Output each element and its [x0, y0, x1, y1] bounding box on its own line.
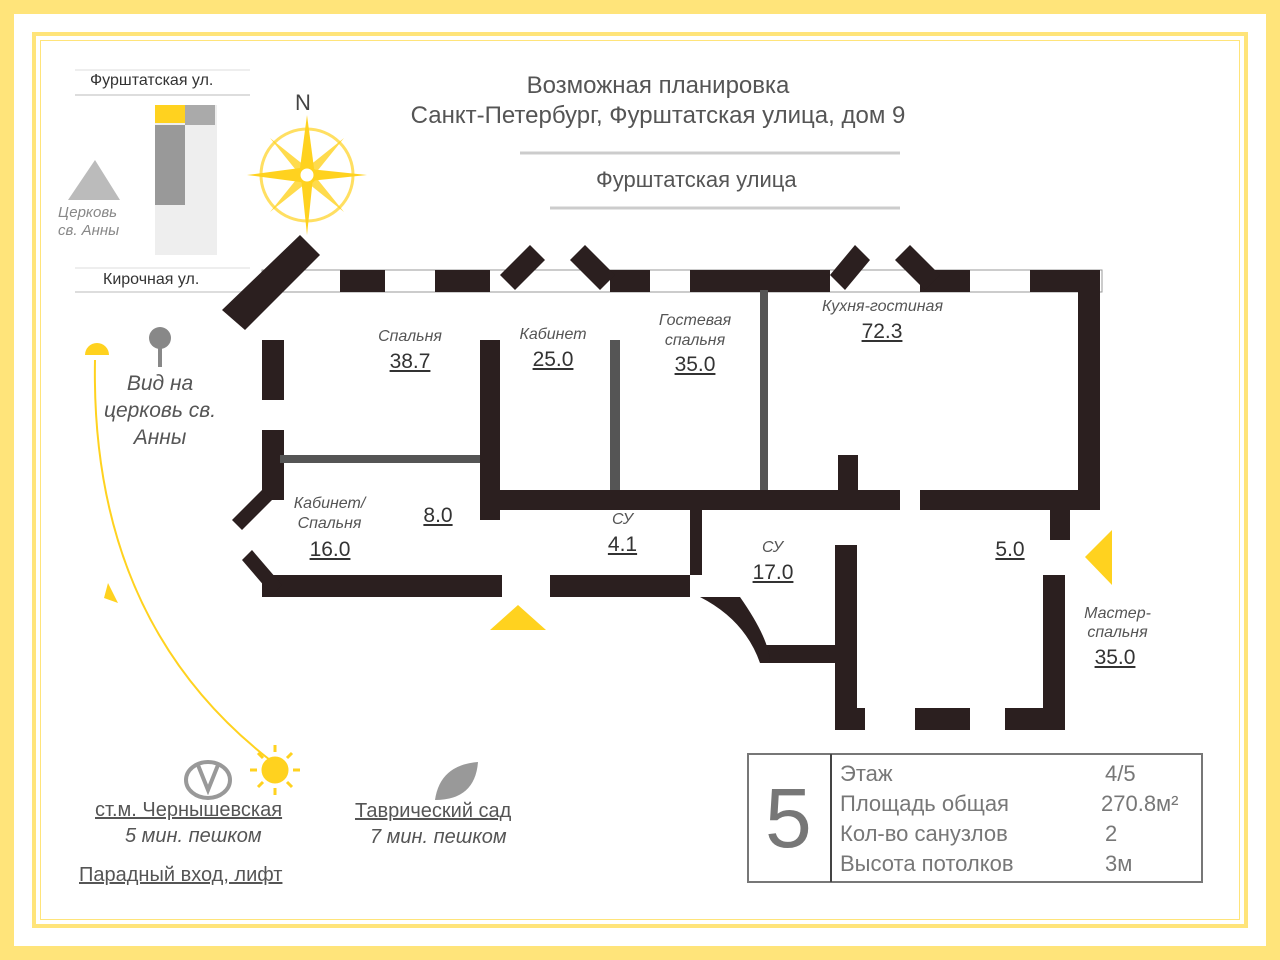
info-box: [747, 753, 1203, 883]
sun-icon: [250, 745, 300, 795]
room-name: Гостевая спальня: [658, 312, 732, 349]
plan-title: Возможная планировка: [526, 72, 790, 99]
room-name: Мастер-спальня: [1084, 605, 1151, 641]
metro-icon: [184, 760, 232, 800]
info-value: 3м: [1105, 851, 1133, 876]
room-name: Кабинет/ Спальня: [293, 495, 366, 532]
room-area: 35.0: [674, 353, 716, 376]
info-label: Кол-во санузлов: [840, 821, 1008, 846]
room-area: 16.0: [309, 538, 351, 561]
street-top-label: Фурштатская ул.: [90, 72, 214, 89]
room-area: 8.0: [423, 504, 453, 527]
view-note: Вид на церковь св. Анны: [103, 372, 217, 449]
view-path-arc: [93, 359, 271, 761]
room-area: 35.0: [1094, 646, 1136, 669]
church-icon: [68, 160, 120, 200]
room-name: Кухня-гостиная: [821, 298, 943, 315]
metro-link[interactable]: ст.м. Чернышевская: [95, 799, 283, 821]
church-label: Церковь св. Анны: [58, 204, 120, 239]
entrance-arrow-icon: [1085, 530, 1112, 585]
info-value: 4/5: [1105, 761, 1136, 786]
room-name: СУ: [612, 511, 633, 528]
info-label: Этаж: [840, 761, 893, 786]
apartment-number: 5: [765, 771, 812, 865]
room-name: СУ: [762, 539, 783, 556]
arrow-icon: [104, 583, 118, 603]
room-name: Кабинет: [519, 326, 587, 343]
street-banner: Фурштатская улица: [596, 167, 797, 192]
entrance-arrow-icon: [490, 605, 546, 630]
room-name: Спальня: [378, 328, 442, 345]
room-area: 17.0: [752, 561, 794, 584]
north-label: N: [295, 90, 311, 115]
info-label: Площадь общая: [840, 791, 1009, 816]
garden-time: 7 мин. пешком: [370, 826, 507, 848]
outer-frame: [32, 32, 1248, 928]
leaf-icon: [435, 762, 478, 800]
info-value: 270.8м²: [1101, 791, 1179, 816]
garden-link[interactable]: Таврический сад: [355, 800, 512, 822]
compass-rose-icon: [247, 115, 367, 235]
metro-time: 5 мин. пешком: [125, 825, 262, 847]
entrance-link[interactable]: Парадный вход, лифт: [79, 864, 283, 886]
room-area: 25.0: [532, 348, 574, 371]
map-pin-icon: [149, 327, 171, 367]
info-value: 2: [1105, 821, 1118, 846]
view-marker-icon: [85, 343, 109, 355]
walls: [222, 235, 1103, 730]
inner-frame: [40, 40, 1240, 920]
street-bottom-label: Кирочная ул.: [103, 271, 200, 288]
room-area: 4.1: [607, 533, 638, 556]
address: Санкт-Петербург, Фурштатская улица, дом …: [410, 102, 906, 129]
room-area: 5.0: [995, 538, 1025, 561]
page-background: [14, 14, 1266, 946]
room-area: 38.7: [389, 350, 431, 373]
info-label: Высота потолков: [840, 851, 1014, 876]
room-area: 72.3: [861, 320, 903, 343]
minimap-building-icon: [68, 105, 217, 255]
